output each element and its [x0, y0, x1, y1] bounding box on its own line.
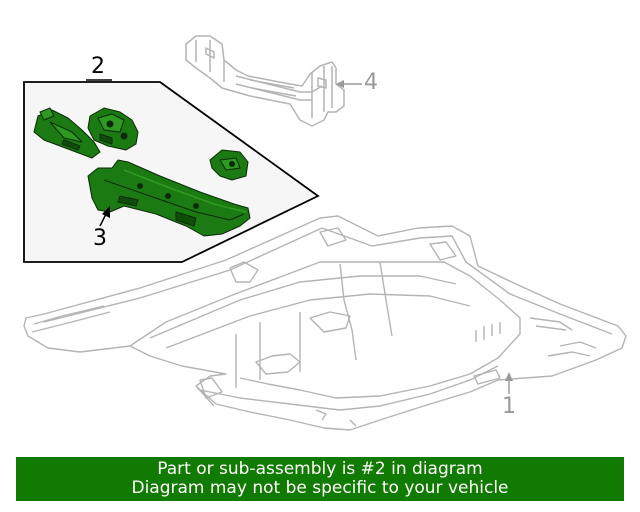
callout-3-label: 3	[93, 226, 107, 251]
callout-1-arrowhead	[505, 372, 513, 381]
callout-2-label: 2	[91, 54, 105, 79]
info-banner: Part or sub-assembly is #2 in diagram Di…	[16, 457, 624, 501]
callout-4-label: 4	[364, 70, 378, 95]
part-4-crossmember	[185, 35, 345, 127]
inset-panel	[23, 81, 320, 263]
callout-4-arrowhead	[336, 80, 344, 88]
part-2-mount-center	[87, 107, 139, 151]
callout-3-arrowhead	[102, 206, 110, 218]
banner-line-2: Diagram may not be specific to your vehi…	[131, 478, 509, 498]
callout-3-leader	[99, 213, 107, 227]
part-3-rail	[87, 159, 251, 237]
banner-line-1: Part or sub-assembly is #2 in diagram	[157, 459, 483, 479]
part-2-bracket-left	[33, 107, 101, 159]
part-1-floor-pan	[23, 215, 627, 431]
callout-1-label: 1	[502, 394, 516, 419]
part-2-bracket-right	[209, 149, 249, 181]
